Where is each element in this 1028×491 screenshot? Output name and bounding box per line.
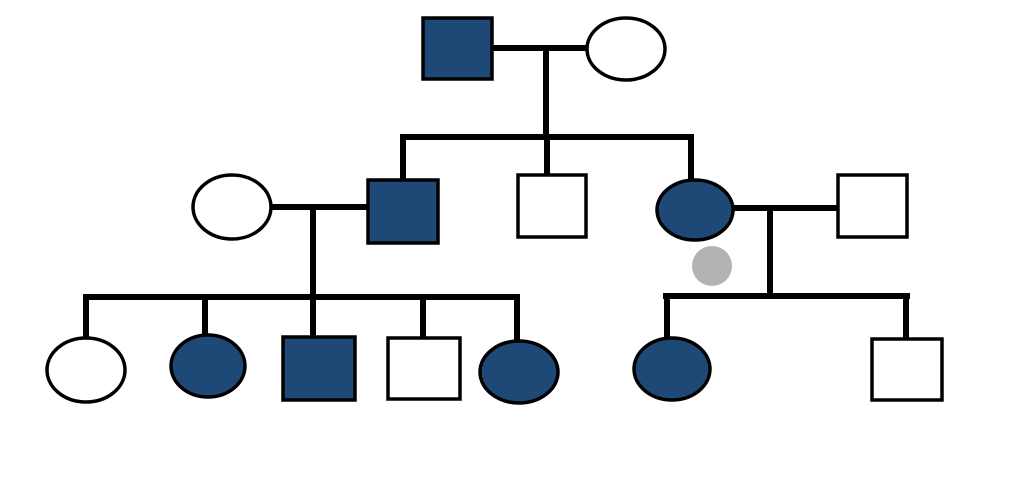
person-ii-1-unaffected-female xyxy=(191,173,273,241)
person-iii-2-affected-female xyxy=(169,333,247,399)
person-iii-5-affected-female xyxy=(478,339,560,405)
gray-dot-marker xyxy=(692,246,732,286)
person-iii-4-unaffected-male xyxy=(386,336,462,401)
person-ii-5-unaffected-male xyxy=(836,173,909,239)
person-iii-1-unaffected-female xyxy=(45,336,127,404)
person-iii-3-affected-male xyxy=(281,335,357,402)
person-i-2-unaffected-female xyxy=(585,16,667,82)
person-i-1-affected-male xyxy=(421,16,494,81)
person-iii-6-affected-female xyxy=(632,336,712,402)
person-ii-2-affected-male xyxy=(366,178,440,245)
person-iii-7-unaffected-male xyxy=(870,337,944,402)
person-ii-3-unaffected-male xyxy=(516,173,588,239)
person-ii-4-affected-female xyxy=(655,178,735,242)
